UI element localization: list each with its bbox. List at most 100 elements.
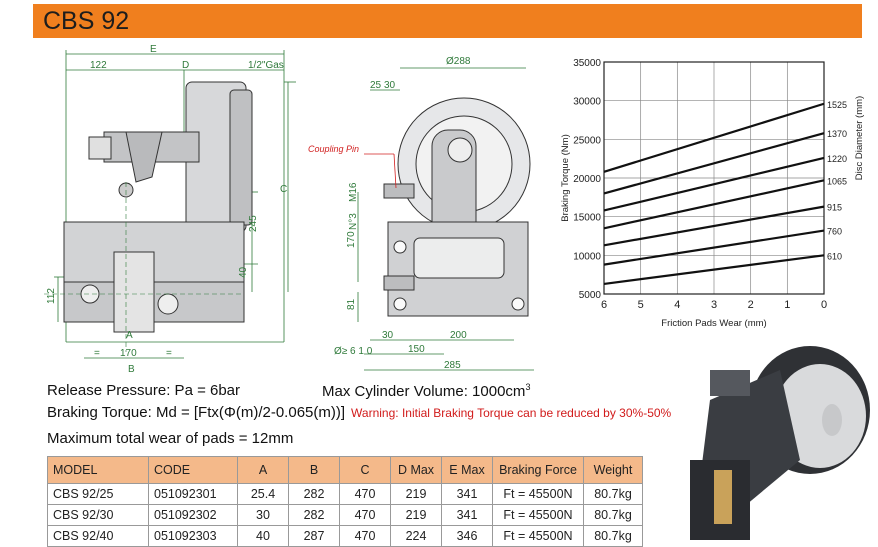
dim-c: C — [280, 184, 287, 195]
cell: 346 — [441, 525, 493, 547]
title-bar: CBS 92 — [33, 4, 862, 38]
series-line — [603, 102, 825, 173]
cell: Ft = 45500N — [492, 483, 584, 505]
cell: CBS 92/30 — [47, 504, 149, 526]
x-tick-label: 5 — [638, 299, 644, 311]
braking-torque-formula: Braking Torque: Md = [Ftx(Φ(m)/2-0.065(m… — [47, 404, 671, 421]
dim-288: Ø288 — [446, 56, 471, 67]
col-weight: Weight — [583, 456, 643, 484]
y-axis-title: Braking Torque (Nm) — [560, 134, 571, 221]
y-tick-label: 25000 — [573, 135, 601, 146]
cell: 40 — [237, 525, 289, 547]
dim-112: 112 — [46, 288, 57, 304]
cell: 470 — [339, 525, 391, 547]
x-tick-label: 1 — [784, 299, 790, 311]
cell: 80.7kg — [583, 525, 643, 547]
braking-torque-text: Braking Torque: Md = [Ftx(Φ(m)/2-0.065(m… — [47, 404, 346, 421]
warning-text: Warning: Initial Braking Torque can be r… — [351, 406, 672, 420]
col-c: C — [339, 456, 391, 484]
series-label: 1525 — [827, 100, 847, 110]
y-tick-label: 15000 — [573, 213, 601, 224]
x-axis-title: Friction Pads Wear (mm) — [661, 318, 766, 329]
col-braking-force: Braking Force — [492, 456, 584, 484]
col-model: MODEL — [47, 456, 149, 484]
x-tick-label: 3 — [711, 299, 717, 311]
dim-170: 170 — [120, 348, 137, 359]
dim-610: Ø≥ 6 1 0 — [334, 346, 373, 357]
dim-n3: N°3 — [348, 213, 359, 230]
x-tick-label: 2 — [748, 299, 754, 311]
series-line — [603, 156, 825, 212]
dim-245: 245 — [248, 215, 259, 232]
dim-30-bottom: 30 — [382, 330, 394, 341]
dim-170-vert: 170 — [346, 231, 357, 248]
max-wear: Maximum total wear of pads = 12mm — [47, 430, 294, 447]
dim-285: 285 — [444, 360, 461, 371]
dim-122: 122 — [90, 60, 107, 71]
front-view-drawing: Ø288 25 30 Coupling Pin M16 N°3 170 81 3… — [308, 56, 534, 371]
dim-eq-left: = — [94, 348, 100, 359]
col-a: A — [237, 456, 289, 484]
cell: 25.4 — [237, 483, 289, 505]
cell: CBS 92/25 — [47, 483, 149, 505]
y-tick-label: 5000 — [579, 290, 602, 301]
series-label: 1220 — [827, 154, 847, 164]
series-line — [603, 205, 825, 247]
cell: 282 — [288, 483, 340, 505]
max-cylinder-sup: 3 — [525, 382, 531, 392]
x-tick-label: 0 — [821, 299, 827, 311]
cell: 341 — [441, 504, 493, 526]
cell: 287 — [288, 525, 340, 547]
series-label: 610 — [827, 251, 842, 261]
cell: CBS 92/40 — [47, 525, 149, 547]
series-line — [603, 179, 825, 230]
product-photo — [690, 346, 870, 540]
side-view-drawing: E 122 D 1/2"Gas C 245 40 112 A = 170 = B — [44, 44, 296, 372]
series-line — [603, 229, 825, 266]
table-row: CBS 92/30 051092302 30 282 470 219 341 F… — [47, 504, 643, 526]
plot-frame — [603, 61, 825, 295]
series-line — [603, 132, 825, 195]
x-tick-label: 6 — [601, 299, 607, 311]
dim-150: 150 — [408, 344, 425, 355]
cell: 051092302 — [148, 504, 238, 526]
col-code: CODE — [148, 456, 238, 484]
series-label: 1065 — [827, 176, 847, 186]
dim-a: A — [126, 330, 133, 341]
dim-m16: M16 — [348, 182, 359, 202]
series-line — [603, 254, 825, 286]
dim-200: 200 — [450, 330, 467, 341]
release-pressure: Release Pressure: Pa = 6bar — [47, 382, 241, 399]
cell: 224 — [390, 525, 442, 547]
page-title: CBS 92 — [43, 7, 130, 35]
max-cylinder-volume: Max Cylinder Volume: 1000cm3 — [322, 382, 530, 400]
dim-eq-right: = — [166, 348, 172, 359]
dim-e: E — [150, 44, 157, 55]
col-emax: E Max — [441, 456, 493, 484]
cell: 80.7kg — [583, 504, 643, 526]
cell: Ft = 45500N — [492, 525, 584, 547]
dim-d: D — [182, 60, 189, 71]
col-dmax: D Max — [390, 456, 442, 484]
dim-b: B — [128, 364, 135, 372]
y-tick-label: 30000 — [573, 97, 601, 108]
cell: 282 — [288, 504, 340, 526]
specs-table: MODEL CODE A B C D Max E Max Braking For… — [47, 456, 643, 547]
cell: Ft = 45500N — [492, 504, 584, 526]
cell: 219 — [390, 483, 442, 505]
col-b: B — [288, 456, 340, 484]
cell: 219 — [390, 504, 442, 526]
dim-30-top: 30 — [384, 80, 396, 91]
dim-gas: 1/2"Gas — [248, 60, 284, 71]
x-tick-label: 4 — [674, 299, 680, 311]
cell: 470 — [339, 483, 391, 505]
table-row: CBS 92/25 051092301 25.4 282 470 219 341… — [47, 483, 643, 505]
cell: 051092303 — [148, 525, 238, 547]
dim-25: 25 — [370, 80, 382, 91]
series-label: 915 — [827, 203, 842, 213]
dim-81: 81 — [346, 298, 357, 310]
y-tick-label: 20000 — [573, 174, 601, 185]
max-cylinder-text: Max Cylinder Volume: 1000cm — [322, 383, 526, 400]
series-label: 760 — [827, 227, 842, 237]
